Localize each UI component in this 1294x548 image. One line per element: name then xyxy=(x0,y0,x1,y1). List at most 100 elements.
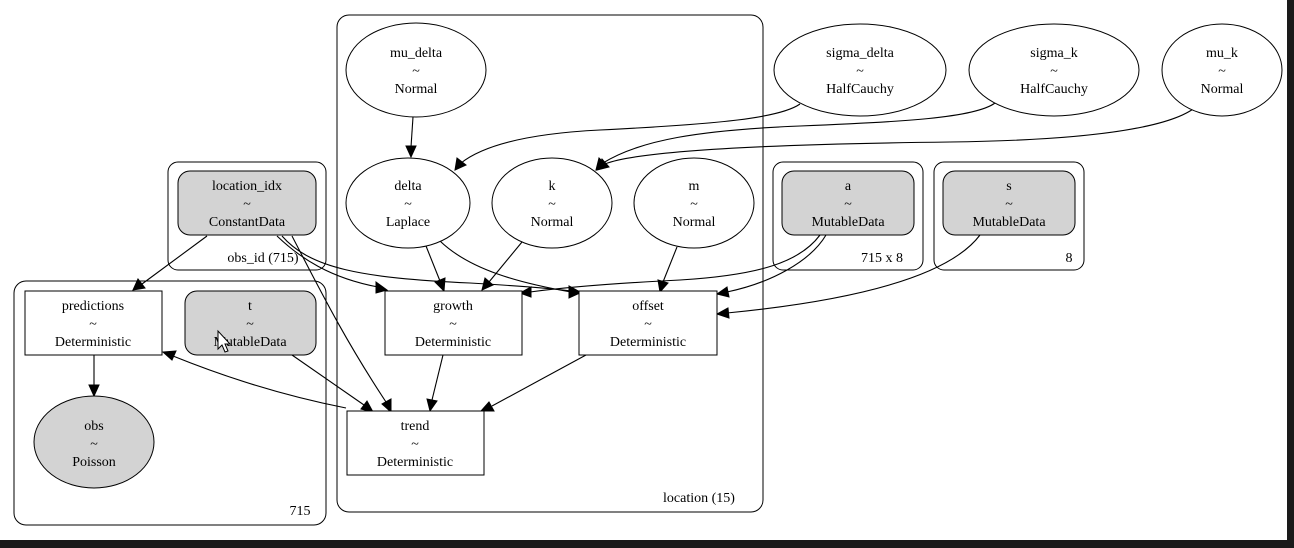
plate-715-border xyxy=(13,280,327,526)
edge-location_idx-growth-arrow xyxy=(375,281,389,294)
node-offset[interactable]: offset ~ Deterministic xyxy=(578,290,718,356)
node-k[interactable]: k ~ Normal xyxy=(491,157,613,249)
node-predictions-tilde: ~ xyxy=(89,317,97,332)
node-growth-name: growth xyxy=(433,299,473,314)
node-sigma_delta-shape xyxy=(773,23,947,117)
node-offset-shape xyxy=(578,290,718,356)
edge-mu_k-k-arrow xyxy=(596,158,610,171)
edge-location_idx-growth xyxy=(276,235,379,288)
node-sigma_k-name: sigma_k xyxy=(1030,46,1077,61)
node-growth[interactable]: growth ~ Deterministic xyxy=(384,290,523,356)
edge-m-offset-arrow xyxy=(657,279,669,294)
edge-predictions-obs-arrow xyxy=(88,384,100,398)
plate-715: 715 xyxy=(13,280,327,526)
node-location_idx-tilde: ~ xyxy=(243,197,251,212)
node-sigma_k-tilde: ~ xyxy=(1050,64,1058,79)
node-trend-name: trend xyxy=(401,419,430,434)
node-obs-tilde: ~ xyxy=(90,437,98,452)
edge-location_idx-trend-arrow xyxy=(381,398,392,414)
node-growth-shape xyxy=(384,290,523,356)
edge-delta-offset xyxy=(439,240,572,293)
node-location_idx-shape xyxy=(177,170,317,236)
edge-delta-growth xyxy=(425,245,441,282)
plate-8-label: 8 xyxy=(1066,251,1073,266)
edge-location_idx-trend xyxy=(291,235,387,403)
edge-location_idx-offset xyxy=(281,235,572,292)
edge-k-growth xyxy=(488,241,523,283)
edge-t-trend xyxy=(291,354,365,406)
node-delta[interactable]: delta ~ Laplace xyxy=(345,157,471,249)
node-m-name: m xyxy=(689,179,700,194)
edge-a-offset-arrow xyxy=(715,286,730,298)
node-delta-dist: Laplace xyxy=(386,215,430,230)
window-frame-right xyxy=(1287,0,1294,548)
node-mu_k[interactable]: mu_k ~ Normal xyxy=(1161,23,1283,117)
node-s-dist: MutableData xyxy=(972,215,1046,230)
node-sigma_delta[interactable]: sigma_delta ~ HalfCauchy xyxy=(773,23,947,117)
plate-715x8-label: 715 x 8 xyxy=(861,251,903,266)
node-mu_k-name: mu_k xyxy=(1206,46,1238,61)
node-m[interactable]: m ~ Normal xyxy=(633,157,755,249)
plate-715x8: 715 x 8 xyxy=(772,161,924,271)
node-obs[interactable]: obs ~ Poisson xyxy=(33,395,155,489)
node-sigma_delta-name: sigma_delta xyxy=(826,46,894,61)
plate-obs-id-border xyxy=(167,161,327,271)
node-predictions-shape xyxy=(24,290,163,356)
plate-location-label: location (15) xyxy=(663,491,735,506)
node-delta-name: delta xyxy=(394,179,422,194)
node-mu_k-tilde: ~ xyxy=(1218,64,1226,79)
plate-8-border xyxy=(933,161,1085,271)
node-offset-tilde: ~ xyxy=(644,317,652,332)
edge-t-trend-arrow xyxy=(360,400,374,413)
plate-location-border xyxy=(336,14,764,513)
edge-trend-predictions xyxy=(172,355,347,409)
node-mu_k-shape xyxy=(1161,23,1283,117)
node-m-tilde: ~ xyxy=(690,197,698,212)
node-obs-dist: Poisson xyxy=(72,455,116,470)
node-s-tilde: ~ xyxy=(1005,197,1013,212)
node-sigma_delta-tilde: ~ xyxy=(856,64,864,79)
plate-obs-id-label: obs_id (715) xyxy=(227,251,299,266)
node-mu_delta-tilde: ~ xyxy=(412,64,420,79)
plate-715x8-border xyxy=(772,161,924,271)
edge-growth-trend xyxy=(431,354,444,401)
node-mu_k-dist: Normal xyxy=(1201,82,1244,97)
node-predictions-dist: Deterministic xyxy=(55,335,131,350)
node-delta-shape xyxy=(345,157,471,249)
node-s-name: s xyxy=(1006,179,1011,194)
edge-sigma_delta-delta xyxy=(460,103,801,164)
node-a-dist: MutableData xyxy=(811,215,885,230)
window-frame-bottom xyxy=(0,540,1294,548)
node-growth-dist: Deterministic xyxy=(415,335,491,350)
node-delta-tilde: ~ xyxy=(404,197,412,212)
edge-sigma_k-k xyxy=(602,102,996,164)
edge-mu_k-k xyxy=(604,102,1201,165)
plate-obs-id: obs_id (715) xyxy=(167,161,327,271)
edge-delta-growth-arrow xyxy=(434,277,446,293)
plate-8: 8 xyxy=(933,161,1085,271)
node-obs-shape xyxy=(33,395,155,489)
node-a-shape xyxy=(781,170,915,236)
edge-s-offset xyxy=(726,234,981,314)
node-k-shape xyxy=(491,157,613,249)
node-mu_delta[interactable]: mu_delta ~ Normal xyxy=(345,22,487,118)
node-predictions[interactable]: predictions ~ Deterministic xyxy=(24,290,163,356)
edge-a-offset xyxy=(726,234,827,293)
node-t[interactable]: t ~ MutableData xyxy=(184,290,317,356)
node-offset-name: offset xyxy=(632,299,664,314)
edge-location_idx-predictions xyxy=(141,235,208,285)
node-s[interactable]: s ~ MutableData xyxy=(942,170,1076,236)
node-trend[interactable]: trend ~ Deterministic xyxy=(346,410,485,476)
node-predictions-name: predictions xyxy=(62,299,124,314)
node-a[interactable]: a ~ MutableData xyxy=(781,170,915,236)
edge-offset-trend xyxy=(491,354,587,407)
node-location_idx[interactable]: location_idx ~ ConstantData xyxy=(177,170,317,236)
edge-location_idx-predictions-arrow xyxy=(132,278,146,291)
node-sigma_k[interactable]: sigma_k ~ HalfCauchy xyxy=(968,23,1140,117)
edge-s-offset-arrow xyxy=(715,307,730,319)
node-k-name: k xyxy=(549,179,556,194)
node-a-name: a xyxy=(845,179,852,194)
node-sigma_k-shape xyxy=(968,23,1140,117)
